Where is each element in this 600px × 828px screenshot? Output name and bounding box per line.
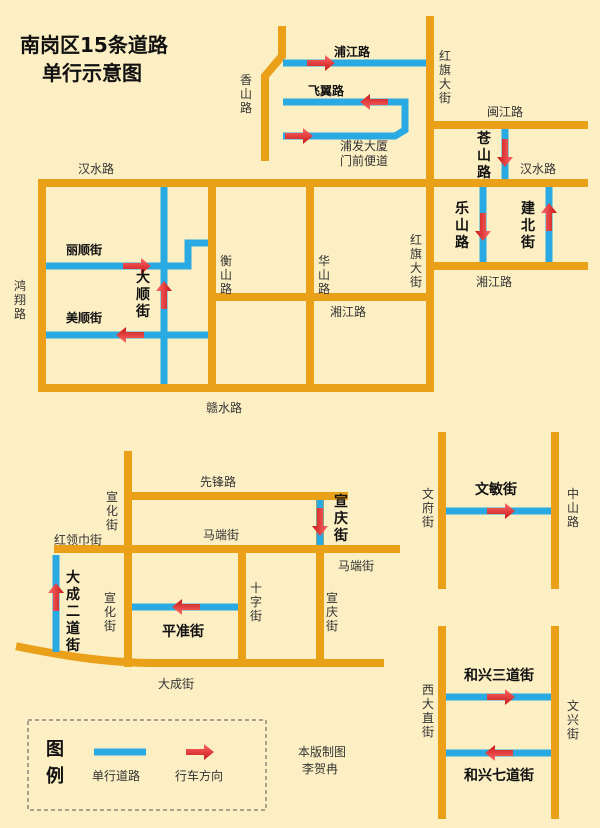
label-hongling: 红领巾街 (54, 532, 102, 547)
direction-arrow-icon (497, 139, 513, 167)
label-dacheng: 大成街 (158, 677, 194, 691)
label-pingzhun: 平准街 (162, 623, 204, 640)
label-hengshan: 衡山路 (220, 254, 232, 296)
label-xianfeng: 先锋路 (200, 474, 236, 489)
map-title-line-2: 单行示意图 (42, 61, 142, 85)
label-zhongshan: 中山路 (567, 486, 579, 529)
label-hexing3: 和兴三道街 (464, 667, 534, 684)
map-title-line-1: 南岗区15条道路 (20, 33, 169, 57)
label-xiangjiang-right: 湘江路 (476, 274, 512, 289)
top-map-roads (38, 16, 588, 392)
bottom-left-map-roads (15, 451, 400, 667)
label-wenmin: 文敏街 (475, 481, 517, 498)
label-leshan: 乐山路 (455, 200, 470, 251)
direction-arrow-icon (116, 327, 144, 343)
direction-arrow-icon (156, 281, 172, 309)
label-dacheng2: 大成二道街 (65, 569, 80, 654)
label-hongqi-mid: 红旗大街 (410, 232, 422, 289)
label-xuanqing-bot: 宣庆街 (326, 590, 338, 633)
direction-arrow-icon (48, 583, 64, 611)
direction-arrow-icon (487, 503, 515, 519)
direction-arrow-icon (475, 213, 491, 241)
label-xida: 西大直街 (422, 683, 434, 739)
label-xiangshan: 香山路 (240, 73, 252, 115)
direction-arrow-icon (307, 55, 335, 71)
direction-arrow-icon (487, 689, 515, 705)
label-xuanqing-top: 宣庆街 (333, 493, 348, 544)
label-huashan: 华山路 (318, 254, 330, 296)
label-feiyi: 飞翼路 (308, 83, 345, 98)
direction-arrow-icon (312, 508, 328, 536)
label-wenxing: 文兴街 (567, 698, 579, 741)
label-hanshui-right: 汉水路 (520, 161, 556, 176)
label-hexing7: 和兴七道街 (464, 767, 534, 784)
road-dacheng (15, 642, 384, 667)
credit-line-1: 本版制图 (298, 745, 346, 759)
label-xuanhua-top: 宣化街 (106, 489, 118, 532)
bottom-right-map-direction-arrows (485, 503, 515, 761)
direction-arrow-icon (485, 745, 513, 761)
label-minjiang: 闽江路 (487, 104, 523, 119)
legend-direction-label: 行车方向 (175, 768, 223, 783)
label-ganshui: 赣水路 (206, 400, 242, 415)
legend-oneway-label: 单行道路 (92, 768, 140, 783)
label-maduan-mid: 马端街 (203, 528, 239, 542)
label-jianbei: 建北街 (520, 200, 535, 251)
label-cangshan: 苍山路 (476, 131, 492, 181)
bottom-left-map-direction-arrows (48, 508, 328, 615)
label-xuanhua-bot: 宣化街 (104, 590, 116, 633)
direction-arrow-icon (172, 599, 200, 615)
legend-heading-2: 例 (46, 765, 64, 787)
direction-arrow-icon (541, 203, 557, 231)
oneway-feiyi-pufa (283, 98, 409, 140)
bottom-right-map-oneway-roads (446, 507, 551, 757)
label-meishun: 美顺街 (66, 310, 102, 325)
label-wenfu: 文府街 (422, 486, 434, 529)
oneway-lishun (46, 239, 208, 270)
label-hongxiang: 鸿翔路 (14, 279, 26, 321)
label-dashun: 大顺街 (135, 269, 150, 320)
road-xiangshan (261, 26, 286, 161)
top-map-direction-arrows (116, 55, 557, 343)
direction-arrow-icon (285, 128, 313, 144)
bottom-right-map-roads (438, 432, 559, 819)
label-lishun: 丽顺街 (66, 242, 102, 257)
direction-arrow-icon (123, 258, 151, 274)
label-hanshui-left: 汉水路 (78, 161, 114, 176)
label-xiangjiang-mid: 湘江路 (330, 304, 366, 319)
label-pujiang: 浦江路 (334, 44, 371, 59)
direction-arrow-icon (186, 744, 214, 760)
road-ganshui-hongxiang (38, 179, 434, 392)
label-maduan-right: 马端街 (338, 559, 374, 573)
label-pufa-1: 浦发大厦 (340, 138, 388, 153)
direction-arrow-icon (360, 94, 388, 110)
legend-box (27, 719, 267, 811)
label-hongqi-top: 红旗大街 (439, 48, 451, 105)
label-pufa-2: 门前便道 (340, 153, 388, 168)
label-shizi: 十字街 (250, 581, 262, 623)
legend-heading-1: 图 (46, 739, 64, 760)
credit-line-2: 李贺冉 (302, 761, 338, 776)
